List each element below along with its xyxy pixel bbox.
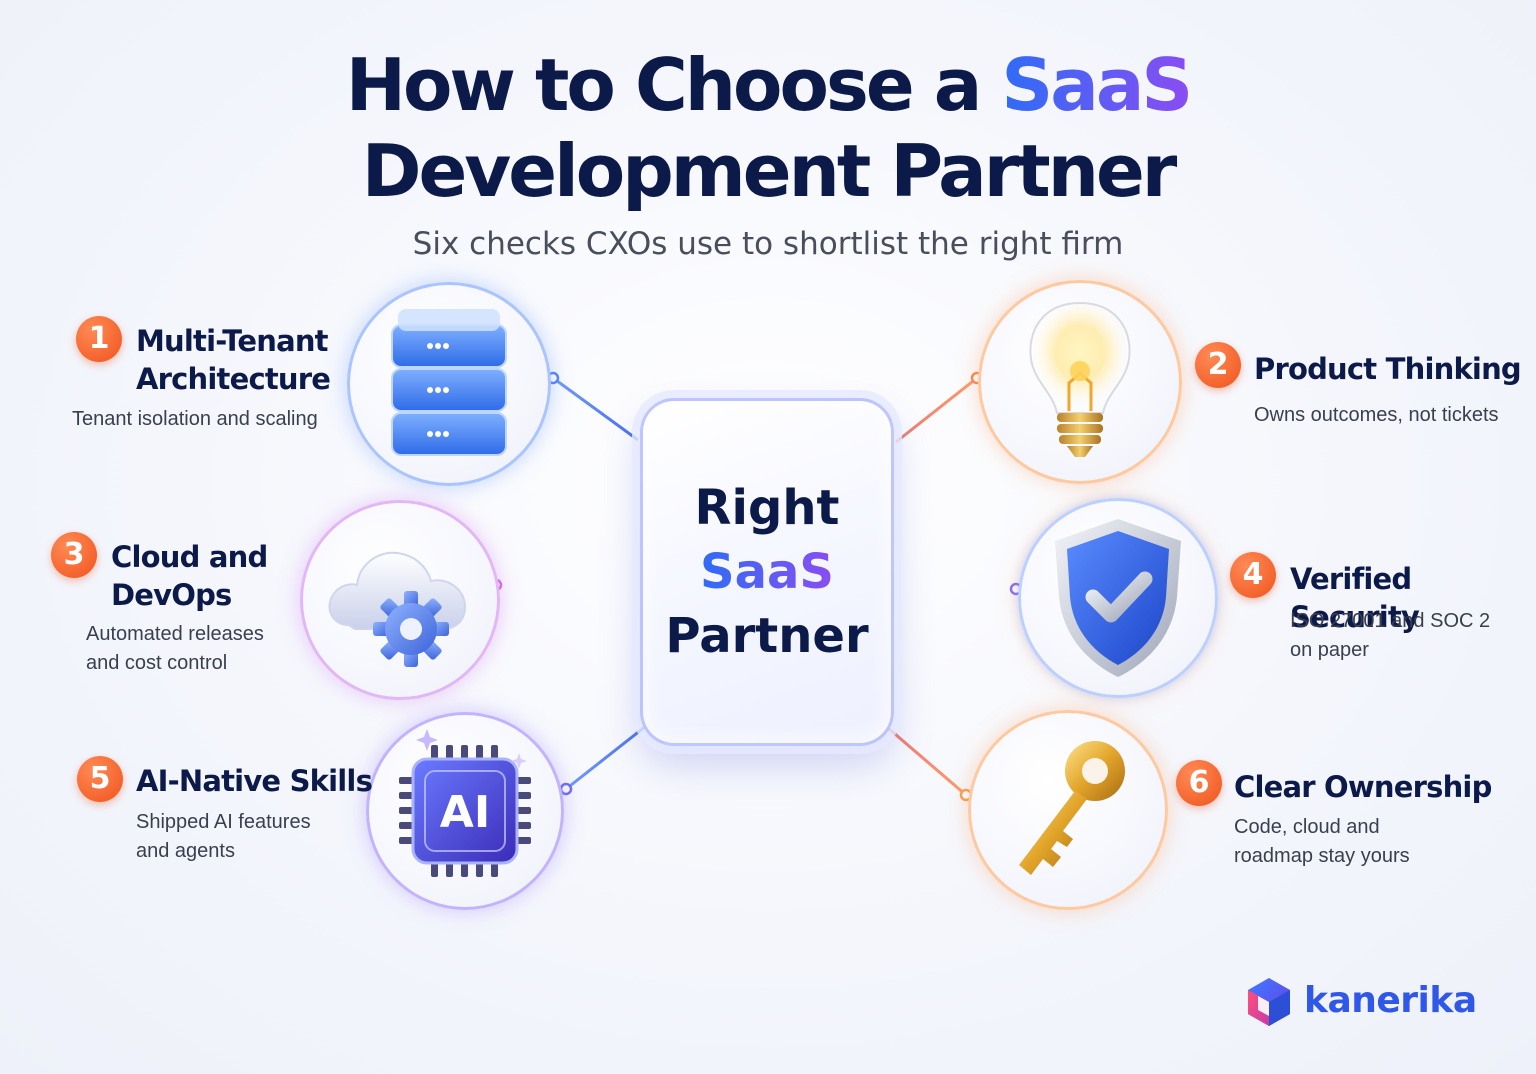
check-3-description: Automated releases and cost control — [86, 623, 264, 674]
key-icon — [1019, 741, 1125, 875]
title-line-1: How to Choose a SaaS — [345, 43, 1194, 127]
check-2-badge: 2 — [1195, 342, 1241, 388]
center-line-2: SaaS — [700, 540, 834, 604]
center-line-1: Right — [694, 480, 840, 536]
check-1-title: Multi-Tenant Architecture — [136, 324, 331, 396]
page-title: How to Choose a SaaS Development Partner — [0, 42, 1536, 214]
check-4-title: Verified Security — [1290, 562, 1420, 634]
kanerika-cube-icon — [1248, 978, 1290, 1026]
connector-2 — [895, 376, 978, 444]
cloud-gear-icon — [328, 551, 467, 667]
lightbulb-icon — [1029, 301, 1131, 457]
brand-name: kanerika — [1304, 980, 1477, 1021]
center-card: Right SaaS Partner — [640, 398, 894, 746]
center-line-3: Partner — [665, 608, 869, 664]
shield-check-icon — [1055, 519, 1181, 677]
check-6-description: Code, cloud and roadmap stay yours — [1234, 816, 1410, 867]
check-1-badge: 1 — [76, 316, 122, 362]
connector-6 — [887, 726, 967, 797]
check-2-title: Product Thinking — [1254, 352, 1522, 386]
check-3-badge: 3 — [51, 532, 97, 578]
check-6-badge: 6 — [1176, 760, 1222, 806]
check-6-icon-circle — [968, 710, 1168, 910]
check-3-title: Cloud and DevOps — [111, 540, 268, 612]
check-4-description: ISO 27001 and SOC 2 on paper — [1290, 610, 1491, 661]
check-4-badge: 4 — [1230, 552, 1276, 598]
check-2-description: Owns outcomes, not tickets — [1254, 404, 1499, 426]
check-5-title: AI-Native Skills — [136, 764, 373, 798]
title-line-2: Development Partner — [361, 129, 1178, 213]
check-5-description: Shipped AI features and agents — [136, 811, 311, 862]
check-6-title: Clear Ownership — [1234, 770, 1492, 804]
ai-chip-icon: AI — [399, 729, 531, 877]
server-stack-icon — [391, 309, 507, 456]
check-3-icon-circle — [300, 500, 500, 700]
check-5-icon-circle: AI — [366, 712, 564, 910]
page-subtitle: Six checks CXOs use to shortlist the rig… — [412, 226, 1124, 262]
check-4-icon-circle — [1018, 498, 1218, 698]
kanerika-logo[interactable]: kanerika — [1244, 976, 1484, 1030]
title-highlight: SaaS — [1001, 43, 1193, 127]
check-2-icon-circle — [978, 280, 1182, 484]
ai-chip-label: AI — [440, 787, 490, 838]
check-5-badge: 5 — [77, 756, 123, 802]
connector-1 — [552, 376, 639, 442]
check-1-description: Tenant isolation and scaling — [72, 408, 318, 430]
connector-5 — [565, 724, 647, 791]
check-1-icon-circle — [347, 282, 551, 486]
